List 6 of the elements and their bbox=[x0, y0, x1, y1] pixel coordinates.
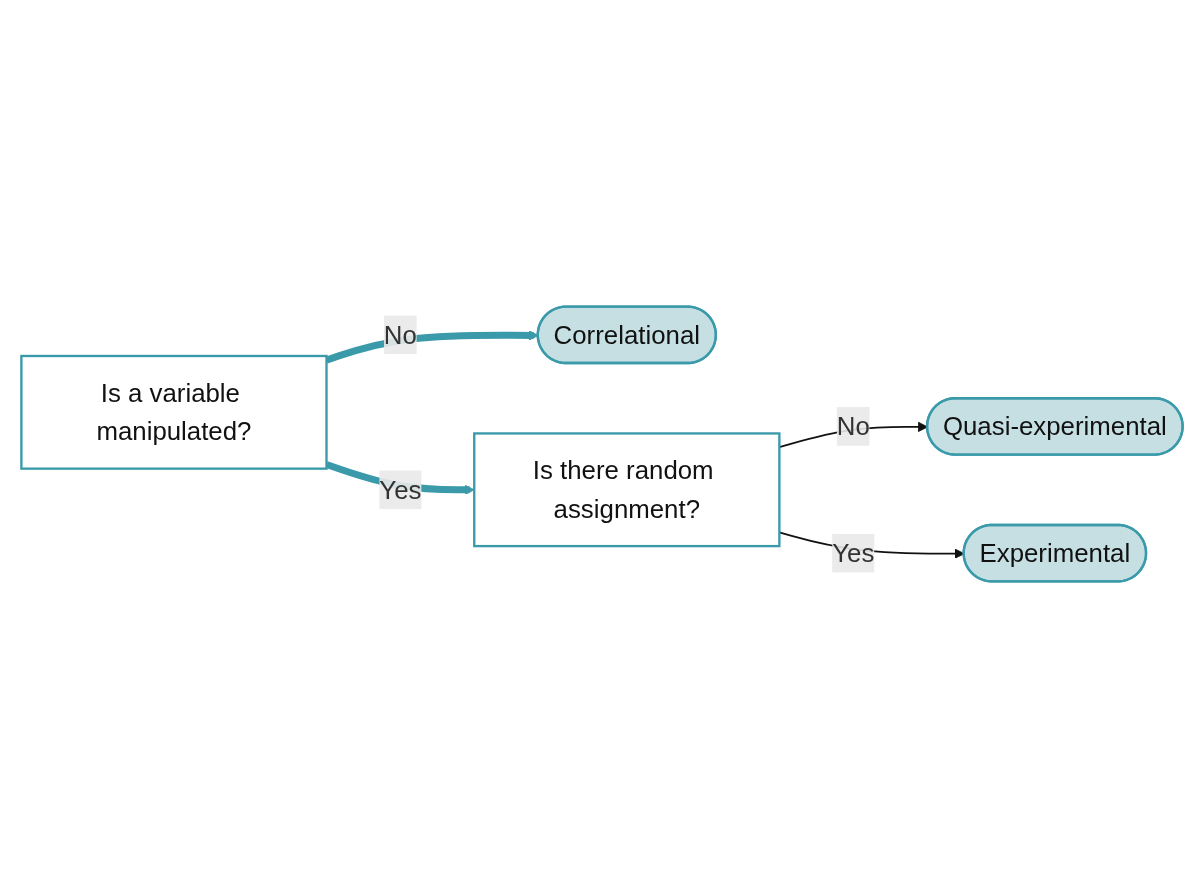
edge-label: No bbox=[836, 411, 870, 442]
node-box: Is a variable manipulated? bbox=[20, 354, 328, 470]
edge-label: Yes bbox=[379, 475, 422, 505]
edge-label: No bbox=[383, 320, 417, 350]
node-box: Is there random assignment? bbox=[473, 432, 781, 548]
edge-label: Yes bbox=[832, 538, 875, 568]
